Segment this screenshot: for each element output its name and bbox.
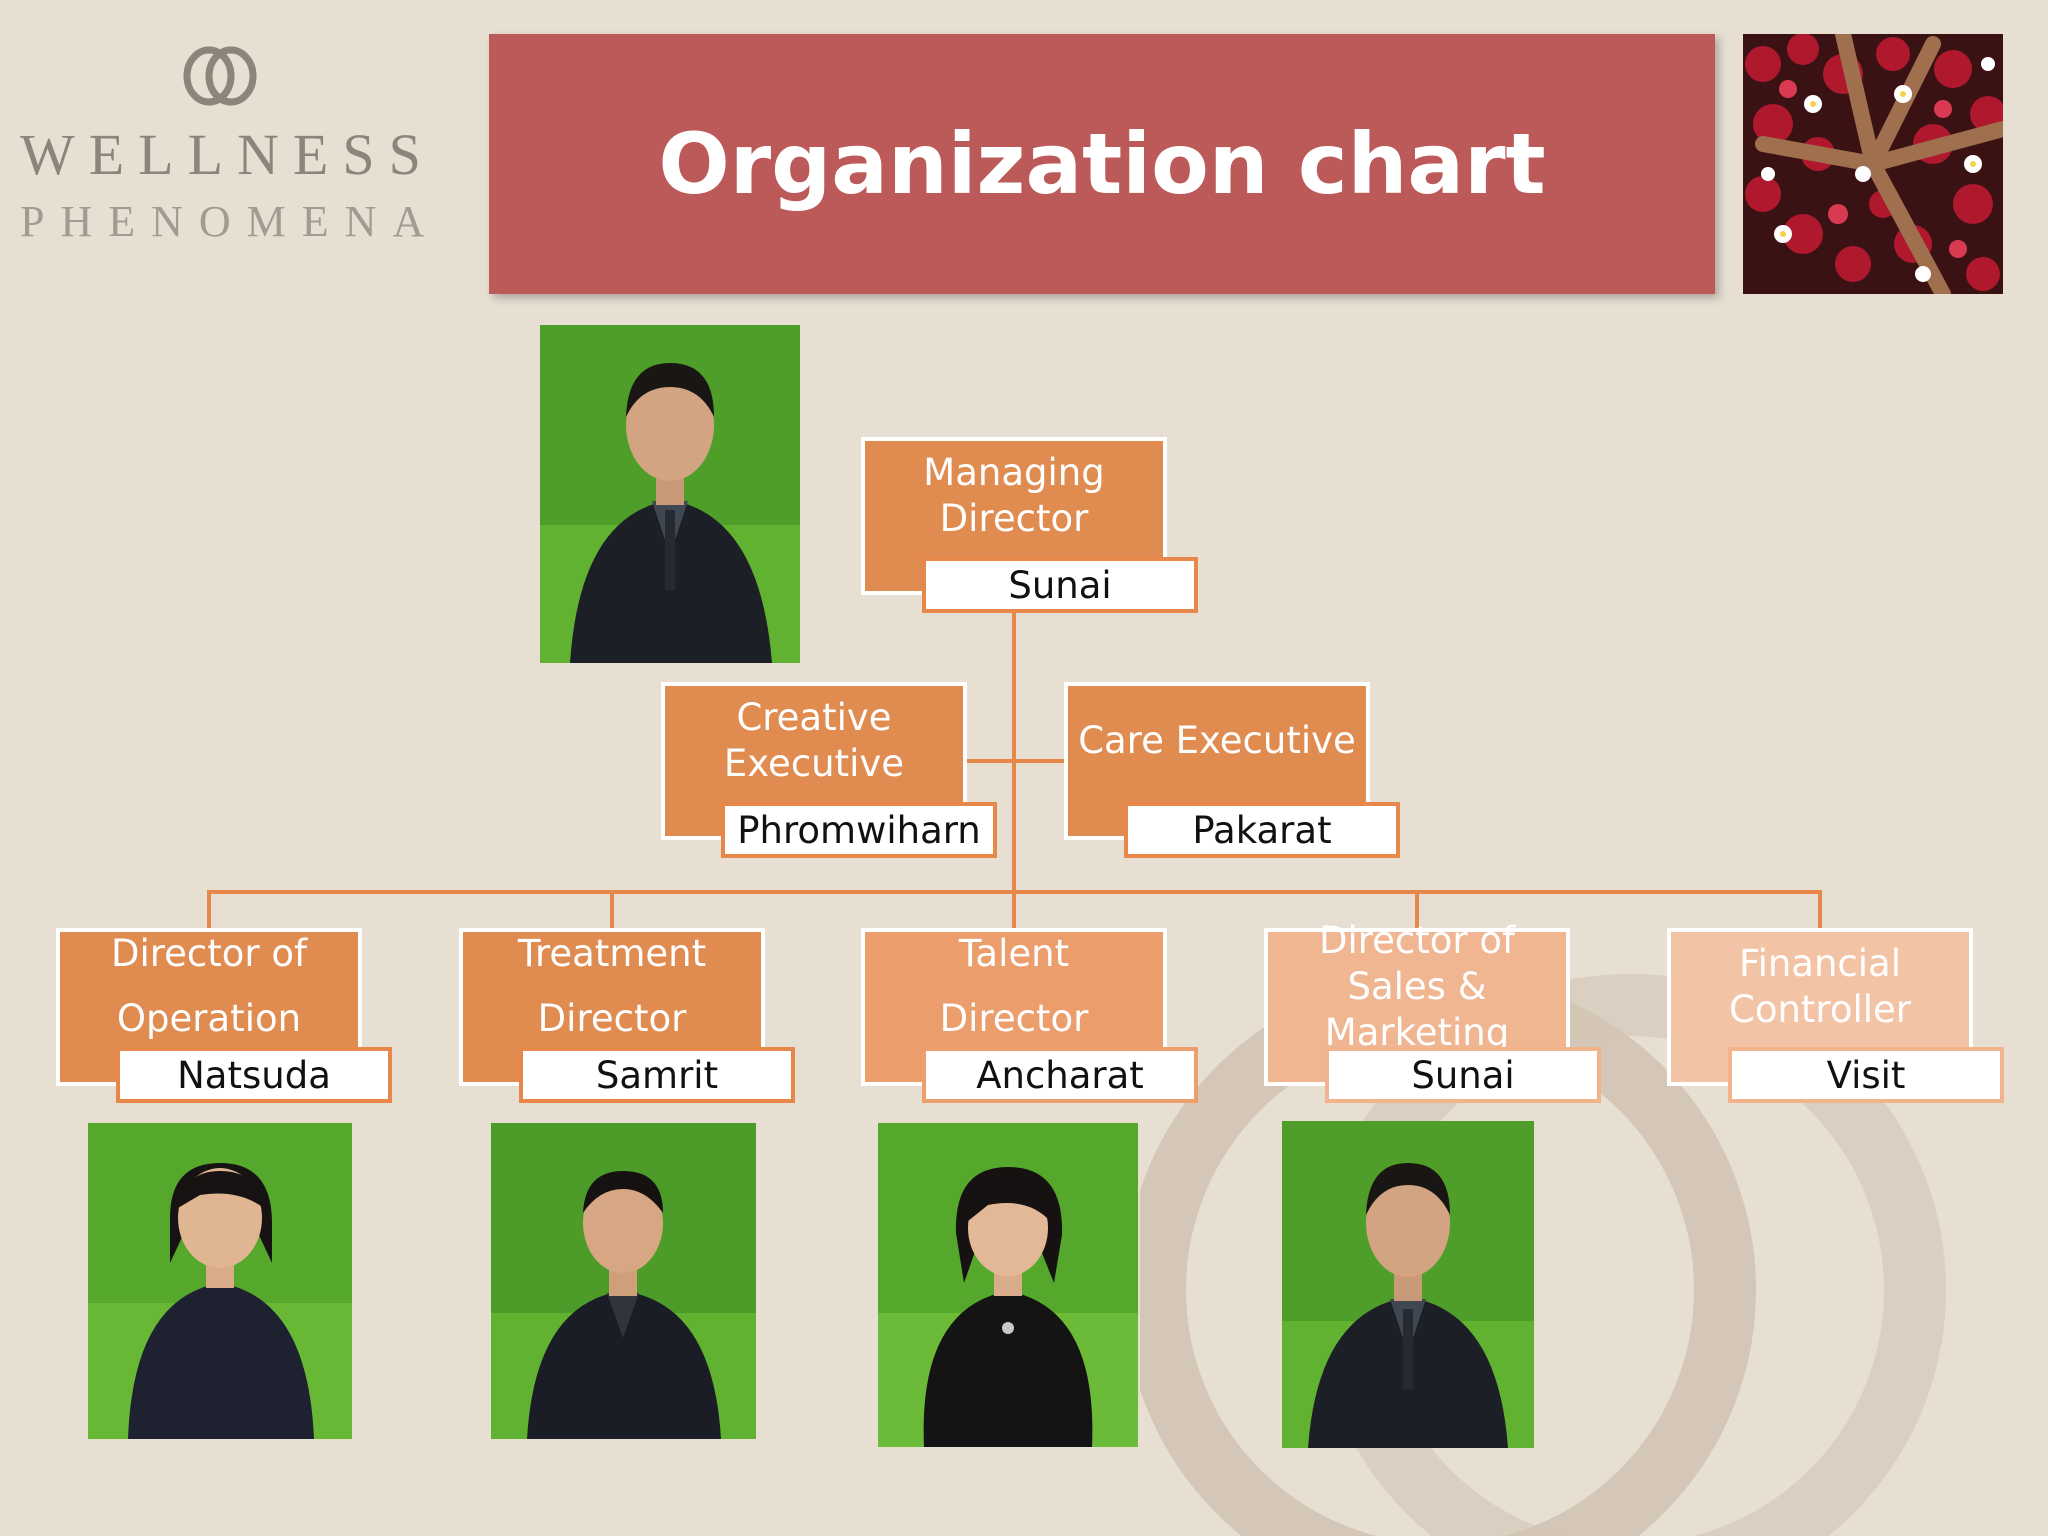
role-title-treatment-line1: Treatment [517,932,707,976]
role-title-operation-line2: Operation [116,997,302,1040]
person-name-sunai-sales: Sunai [1411,1053,1515,1097]
person-name-natsuda: Natsuda [177,1053,331,1097]
role-title-managing-director: Managing Director [923,450,1105,540]
role-title-operation-line1: Director of [110,932,308,976]
role-title-financial-controller: Financial Controller [1728,941,1911,1031]
role-title-sales-marketing: Director of Sales & Marketing [1318,918,1516,1055]
logo-text-wellness: WELLNESS [20,122,435,187]
connector-line-horizontal-bus [207,890,1822,894]
connector-drop-treatment [610,890,614,932]
portrait-photo-ancharat [878,1123,1138,1447]
name-box-care-executive: Pakarat [1124,802,1400,858]
connector-drop-operation [207,890,211,932]
name-box-director-of-operation: Natsuda [116,1047,392,1103]
name-box-talent-director: Ancharat [922,1047,1198,1103]
connector-line-vertical-main [1012,610,1016,932]
connector-line-executives [965,759,1064,763]
name-box-financial-controller: Visit [1728,1047,2004,1103]
name-box-director-of-sales-marketing: Sunai [1325,1047,1601,1103]
rings-logo-icon [183,46,257,106]
person-name-ancharat: Ancharat [976,1053,1144,1097]
page-title: Organization chart [658,115,1546,213]
role-title-creative-executive: Creative Executive [723,695,905,785]
role-title-treatment-line2: Director [537,997,687,1040]
portrait-photo-managing-director [540,325,800,663]
connector-drop-finance [1818,890,1822,932]
person-name-sunai-managing: Sunai [1008,563,1112,607]
name-box-treatment-director: Samrit [519,1047,795,1103]
title-banner: Organization chart [489,34,1715,294]
portrait-photo-samrit [491,1123,756,1439]
connector-drop-sales [1415,890,1419,932]
company-logo: WELLNESS PHENOMENA [20,45,441,285]
role-title-talent-line2: Director [939,997,1089,1040]
portrait-photo-sunai-sales [1282,1121,1534,1448]
person-name-phromwiharn: Phromwiharn [737,808,981,852]
person-name-visit: Visit [1826,1053,1906,1097]
portrait-photo-natsuda [88,1123,352,1439]
name-box-managing-director: Sunai [922,557,1198,613]
flowers-hands-image [1743,34,2003,294]
role-title-talent-line1: Talent [958,932,1070,976]
role-title-care-executive: Care Executive [1078,718,1356,762]
logo-text-phenomena: PHENOMENA [20,197,441,246]
person-name-samrit: Samrit [595,1053,719,1097]
person-name-pakarat: Pakarat [1192,808,1332,852]
name-box-creative-executive: Phromwiharn [721,802,997,858]
